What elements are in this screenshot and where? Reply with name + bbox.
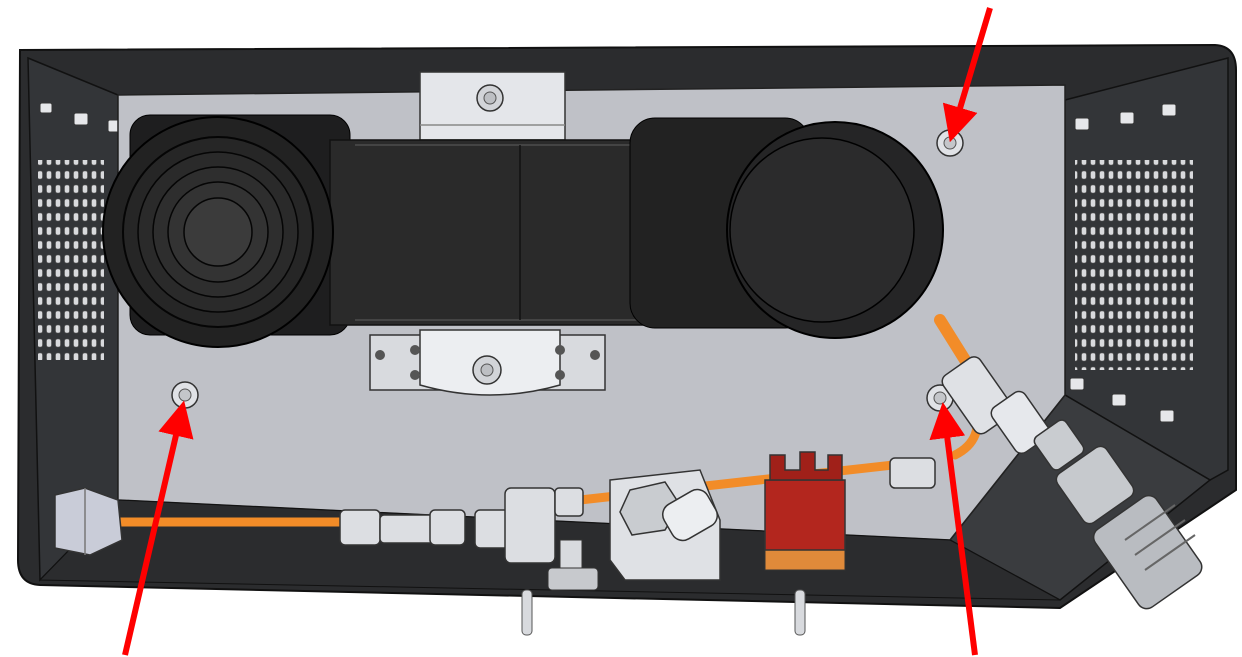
right-slot-row <box>1069 103 1177 423</box>
solenoid-valve <box>764 451 846 571</box>
screw-top-right <box>936 129 964 157</box>
inline-connectors <box>339 457 936 564</box>
right-vent-grille <box>1075 160 1193 370</box>
arrow-top-right <box>942 7 993 143</box>
arrow-bottom-left <box>122 400 194 656</box>
mounting-bracket-top <box>419 71 566 141</box>
drain-fitting <box>521 539 806 636</box>
arrow-bottom-right <box>929 402 978 656</box>
left-vent-grille <box>38 160 104 360</box>
screw-bottom-left <box>171 381 199 409</box>
t-fitting <box>941 356 1085 471</box>
mounting-bracket-bottom <box>369 329 606 396</box>
pressure-switch <box>609 469 721 581</box>
quick-coupler <box>1055 445 1203 610</box>
compressor-motor <box>102 114 944 348</box>
callout-arrows <box>122 7 993 656</box>
inlet-fitting <box>54 487 123 556</box>
